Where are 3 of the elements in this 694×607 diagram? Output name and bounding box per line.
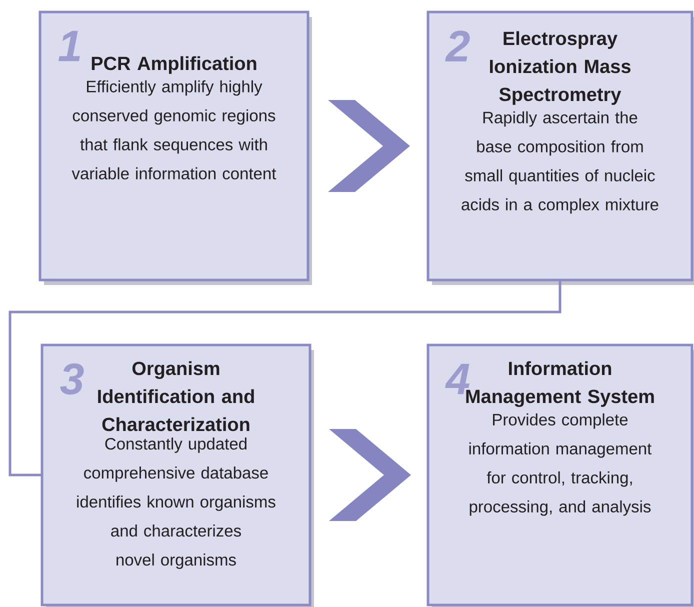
box-description: Provides complete information management for control, tracking, processing, and analysis (469, 413, 652, 516)
chevron-arrow (329, 429, 411, 521)
chevron-arrow (328, 100, 410, 192)
